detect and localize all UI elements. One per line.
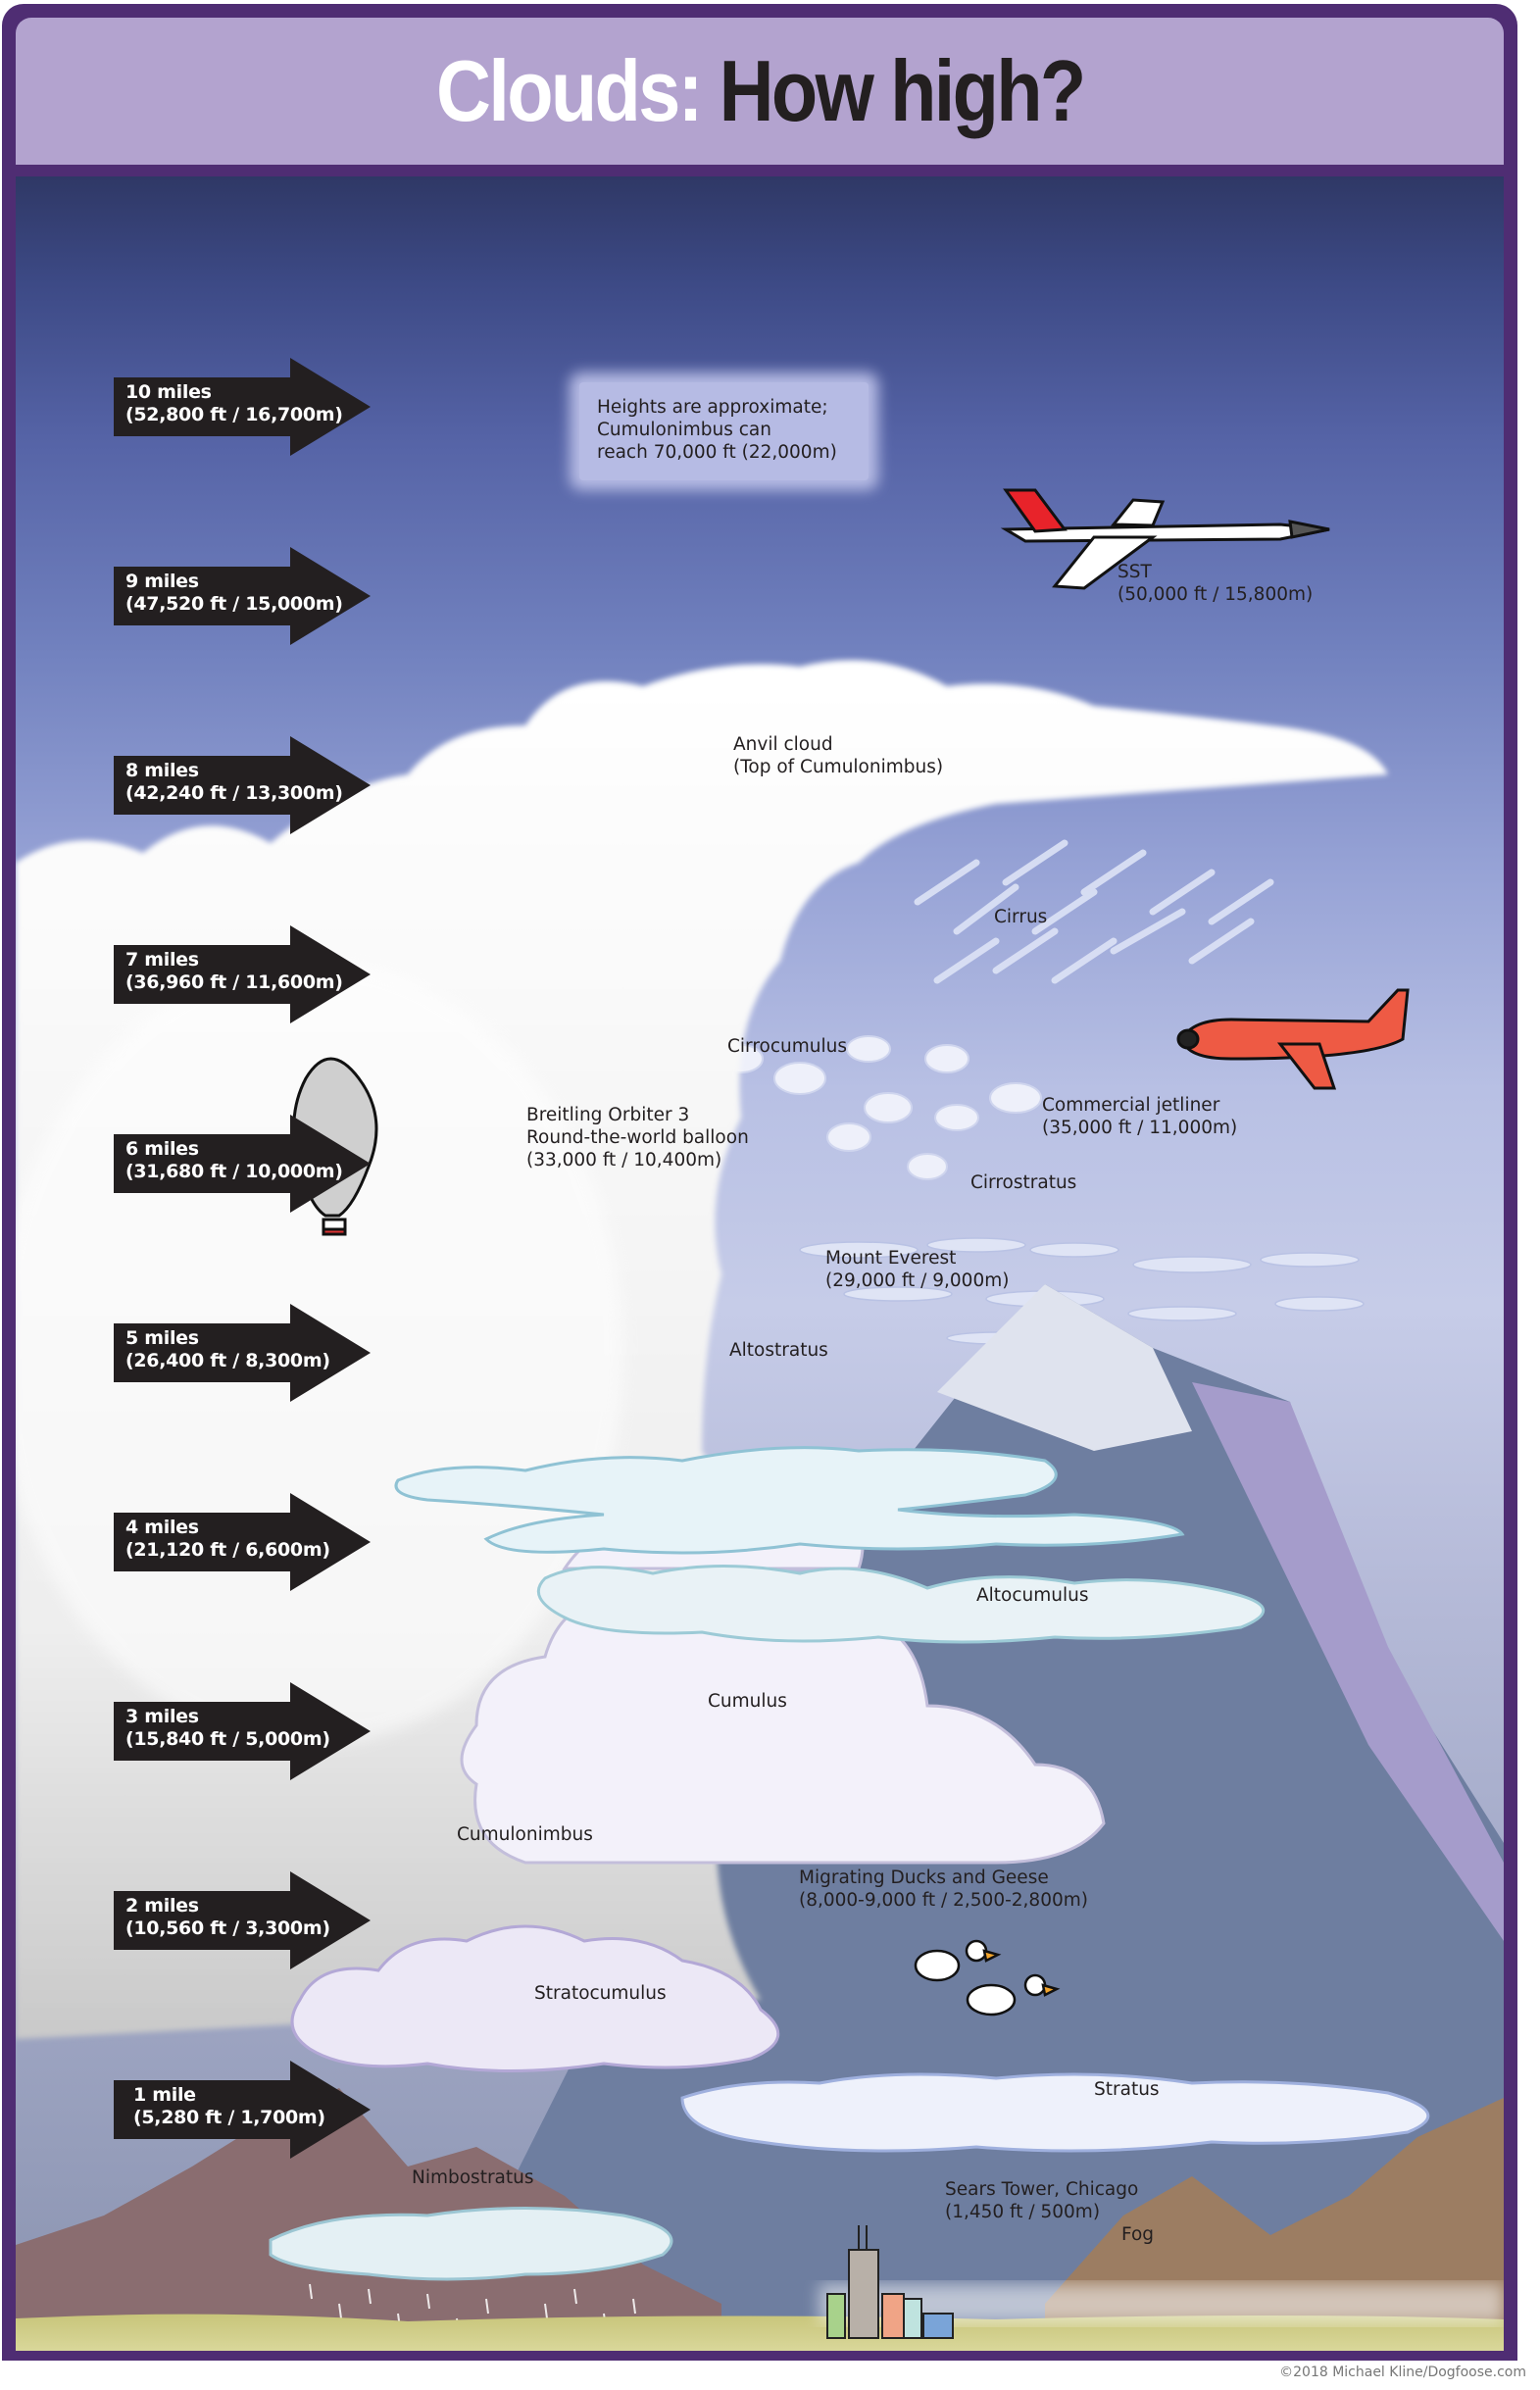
migrating-birds <box>914 1939 1061 2017</box>
altitude-marker-10mi: 10 miles(52,800 ft / 16,700m) <box>114 358 378 456</box>
note-line: Heights are approximate; <box>597 397 828 418</box>
stratocumulus-label: Stratocumulus <box>534 1983 667 2004</box>
altitude-miles: 5 miles <box>125 1327 199 1349</box>
sky-scene: 10 miles(52,800 ft / 16,700m) 9 miles(47… <box>16 176 1504 2351</box>
altitude-miles: 2 miles <box>125 1895 199 1917</box>
scene-artwork <box>16 488 1504 2351</box>
altitude-metric: (52,800 ft / 16,700m) <box>125 404 343 425</box>
stratus-label: Stratus <box>1094 2079 1160 2100</box>
altitude-marker-2mi: 2 miles(10,560 ft / 3,300m) <box>114 1871 378 1969</box>
altocumulus-label: Altocumulus <box>976 1585 1089 1606</box>
arrow-right-icon <box>114 1871 371 1969</box>
arrow-right-icon <box>114 358 371 456</box>
altitude-metric: (47,520 ft / 15,000m) <box>125 593 343 615</box>
altitude-metric: (15,840 ft / 5,000m) <box>125 1728 330 1750</box>
copyright-credit: ©2018 Michael Kline/Dogfoose.com <box>1279 2365 1526 2380</box>
cirrostratus-streaks <box>799 1237 1365 1345</box>
title-bar: Clouds: How high? <box>16 18 1504 165</box>
altitude-miles: 3 miles <box>125 1706 199 1727</box>
altitude-marker-6mi: 6 miles(31,680 ft / 10,000m) <box>114 1115 378 1213</box>
altitude-marker-7mi: 7 miles(36,960 ft / 11,600m) <box>114 925 378 1023</box>
arrow-right-icon <box>114 547 371 645</box>
sst-label: SST(50,000 ft / 15,800m) <box>1118 562 1314 605</box>
sears-tower-label: Sears Tower, Chicago(1,450 ft / 500m) <box>945 2179 1139 2222</box>
jetliner-label: Commercial jetliner(35,000 ft / 11,000m) <box>1042 1095 1238 1138</box>
anvil-cloud-label: Anvil cloud(Top of Cumulonimbus) <box>733 734 944 777</box>
altitude-metric: (42,240 ft / 13,300m) <box>125 782 343 804</box>
altitude-marker-9mi: 9 miles(47,520 ft / 15,000m) <box>114 547 378 645</box>
title-part-how-high: How high? <box>719 42 1086 139</box>
approximate-heights-note: Heights are approximate; Cumulonimbus ca… <box>579 382 869 480</box>
altitude-metric: (10,560 ft / 3,300m) <box>125 1917 330 1939</box>
altitude-marker-1mi: 1 mile(5,280 ft / 1,700m) <box>114 2061 378 2159</box>
altitude-miles: 1 mile <box>133 2084 196 2106</box>
cumulonimbus-label: Cumulonimbus <box>457 1824 593 1845</box>
cirrocumulus-label: Cirrocumulus <box>727 1036 848 1057</box>
altitude-marker-5mi: 5 miles(26,400 ft / 8,300m) <box>114 1304 378 1402</box>
altostratus-label: Altostratus <box>729 1340 828 1361</box>
nimbostratus-label: Nimbostratus <box>412 2167 534 2188</box>
altitude-metric: (21,120 ft / 6,600m) <box>125 1539 330 1561</box>
title-part-clouds: Clouds: <box>435 42 703 139</box>
note-line: reach 70,000 ft (22,000m) <box>597 442 837 463</box>
arrow-right-icon <box>114 925 371 1023</box>
altitude-metric: (5,280 ft / 1,700m) <box>133 2107 325 2128</box>
altocumulus-shape <box>536 1565 1265 1644</box>
altitude-marker-4mi: 4 miles(21,120 ft / 6,600m) <box>114 1493 378 1591</box>
page-title: Clouds: How high? <box>435 41 1086 141</box>
altitude-miles: 10 miles <box>125 381 212 403</box>
stratocumulus-shape <box>290 1924 780 2072</box>
altitude-miles: 9 miles <box>125 571 199 592</box>
commercial-jetliner <box>1176 988 1410 1090</box>
arrow-right-icon <box>114 1115 371 1213</box>
poster-frame: Clouds: How high? <box>2 4 1517 2361</box>
arrow-right-icon <box>114 1493 371 1591</box>
nimbostratus-shape <box>269 2207 673 2281</box>
altitude-metric: (26,400 ft / 8,300m) <box>125 1350 330 1371</box>
arrow-right-icon <box>114 736 371 834</box>
altitude-metric: (36,960 ft / 11,600m) <box>125 971 343 993</box>
arrow-right-icon <box>114 1304 371 1402</box>
chicago-skyline <box>826 2225 954 2339</box>
cirrostratus-label: Cirrostratus <box>970 1172 1077 1193</box>
altitude-metric: (31,680 ft / 10,000m) <box>125 1161 343 1182</box>
altostratus-shape <box>394 1446 1185 1555</box>
arrow-right-icon <box>114 2061 371 2159</box>
everest-label: Mount Everest(29,000 ft / 9,000m) <box>825 1248 1010 1291</box>
fog-label: Fog <box>1121 2224 1155 2245</box>
altitude-miles: 7 miles <box>125 949 199 971</box>
cumulus-label: Cumulus <box>708 1691 787 1712</box>
altitude-miles: 8 miles <box>125 760 199 781</box>
cirrus-wisps <box>698 839 1274 984</box>
sst-plane <box>1000 488 1330 590</box>
stratus-shape <box>680 2072 1430 2153</box>
altitude-marker-8mi: 8 miles(42,240 ft / 13,300m) <box>114 736 378 834</box>
altitude-miles: 4 miles <box>125 1517 199 1538</box>
birds-label: Migrating Ducks and Geese(8,000-9,000 ft… <box>799 1867 1088 1911</box>
arrow-right-icon <box>114 1682 371 1780</box>
altitude-marker-3mi: 3 miles(15,840 ft / 5,000m) <box>114 1682 378 1780</box>
note-line: Cumulonimbus can <box>597 420 771 440</box>
cirrus-label: Cirrus <box>994 907 1048 927</box>
altitude-miles: 6 miles <box>125 1138 199 1160</box>
